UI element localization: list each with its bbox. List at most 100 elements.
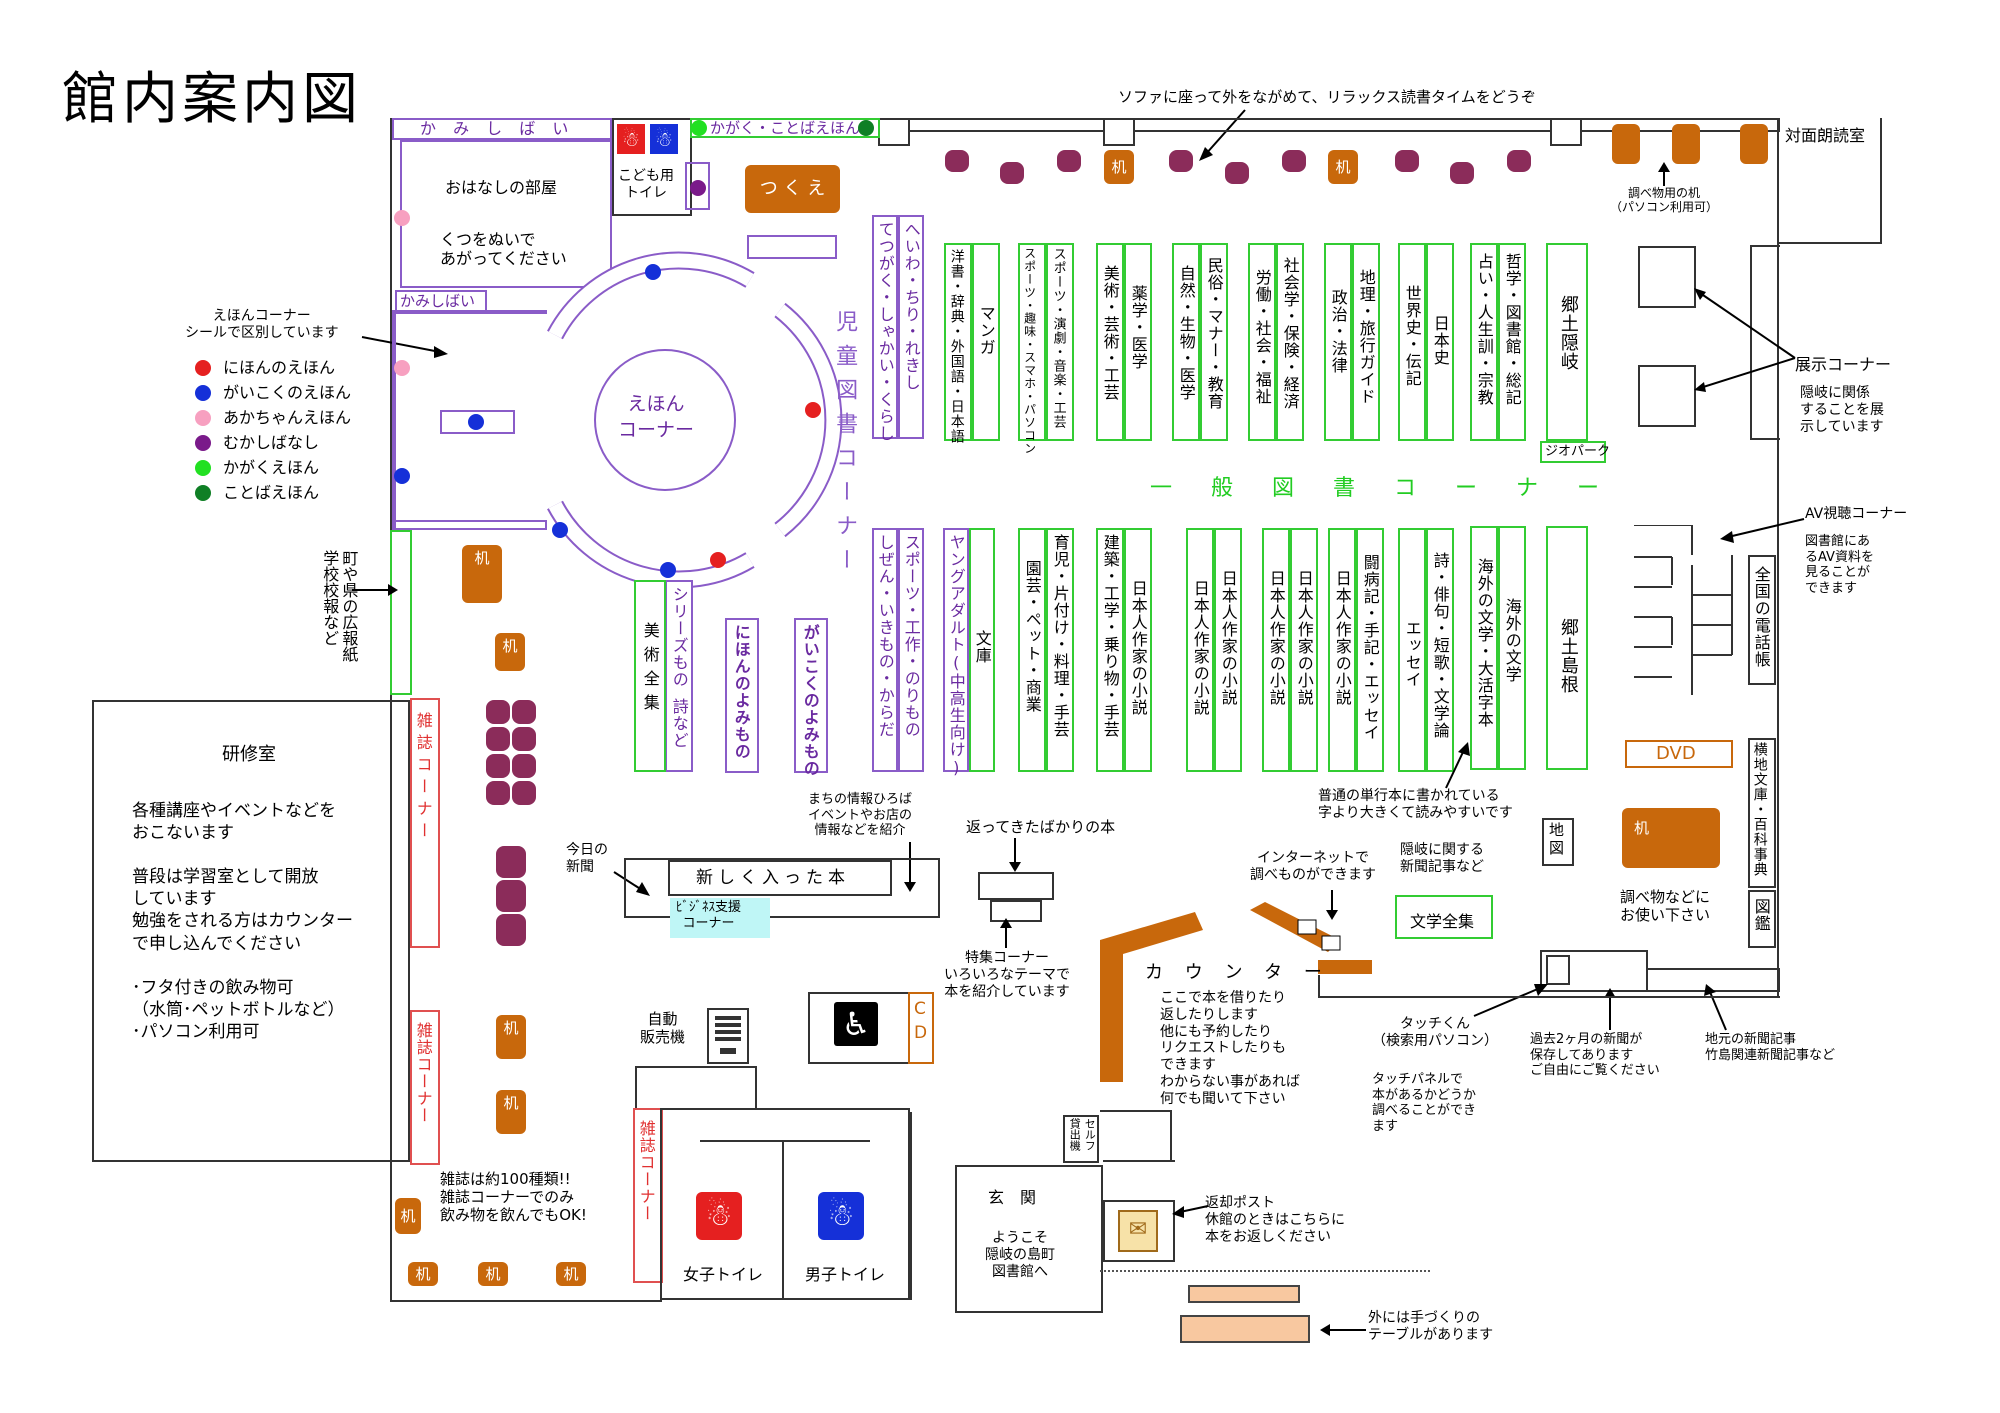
shelf-sports-kosaku: スポーツ・工作・のりもの: [898, 528, 924, 772]
self-label: セルフ: [1083, 1118, 1097, 1151]
toilet-icon-male: ☃: [650, 124, 678, 154]
shelf-kyodo-shimane: 郷土島根: [1546, 526, 1588, 770]
tenji-box-2: [1638, 365, 1696, 427]
shelf-label: 郷土島根: [1557, 618, 1579, 694]
kagaku-small-shelf: [685, 162, 710, 210]
window-line: [880, 118, 1780, 132]
magazine-label-3: 雑誌コーナー: [636, 1120, 656, 1222]
denwacho-shelf: [1748, 555, 1776, 685]
new-books-label: 新しく入った本: [696, 868, 850, 888]
mag-seat: [496, 914, 526, 946]
shelf-label: 日本人作家の小説: [1266, 570, 1286, 706]
old-news-arrow: [1604, 988, 1616, 1030]
shelf-tobyoki: 闘病記・手記・エッセイ: [1356, 528, 1384, 772]
shelf-label: 薬学・医学: [1128, 285, 1148, 370]
entrance-corridor: [1100, 1110, 1172, 1162]
counter-desk: [1100, 912, 1203, 1082]
mag-seat: [486, 700, 510, 724]
shelf-label: 労働・社会・福祉: [1252, 269, 1272, 405]
cd-label: C D: [914, 999, 928, 1043]
bungaku-label: 文学全集: [1410, 912, 1475, 931]
shelf-tetsugaku: てつがく・しゃかい・くらし: [872, 215, 898, 442]
tenji-box-1: [1638, 246, 1696, 308]
green-dot-right: [858, 120, 874, 136]
blue-dot: [645, 264, 661, 280]
welcome-label: ようこそ 隠岐の島町 図書館へ: [985, 1230, 1055, 1280]
mag-desk: 机: [395, 1198, 421, 1234]
pink-dot: [394, 360, 410, 376]
tsukue-desk: つ く え: [745, 165, 840, 213]
tokushu-arrow: [1000, 918, 1012, 948]
entrance-vestibule: [1103, 1160, 1175, 1162]
shelf-uranai: 占い・人生訓・宗教: [1470, 243, 1498, 441]
shelf-manga: マンガ: [972, 243, 1000, 441]
kenshu-room-desc: 各種講座やイベントなどを おこないます 普段は学習室として開放 しています 勉強…: [132, 801, 353, 1042]
blue-dot: [660, 562, 676, 578]
shelf-label: にほんのよみもの: [731, 624, 751, 760]
shelf-shosetsu-3: 日本人作家の小説: [1214, 528, 1242, 772]
shelf-shizen: しぜん・いきもの・からだ: [872, 528, 898, 772]
shelf-label: 海外の文学: [1502, 598, 1522, 683]
men-toilet-icon: ☃: [818, 1192, 864, 1240]
women-toilet-icon: ☃: [696, 1192, 742, 1240]
ohanashi-room-label: おはなしの部屋: [445, 178, 558, 197]
red-dot: [805, 402, 821, 418]
outside-table-1: [1188, 1285, 1300, 1303]
shelf-shosetsu-1: 日本人作家の小説: [1124, 528, 1152, 772]
touch-desc: タッチパネルで 本があるかどうか 調べることができ ます: [1372, 1072, 1477, 1134]
tenji-label: 展示コーナー: [1795, 355, 1892, 374]
outer-wall-left: [390, 118, 392, 1301]
blue-dot: [552, 522, 568, 538]
shelf-label: マンガ: [976, 305, 996, 356]
legend-label: にほんのえほん: [223, 358, 336, 377]
shelf-sports-shumi: スポーツ・趣味・スマホ・パソコン: [1018, 243, 1046, 455]
shelf-gaikoku-yomimono: がいこくのよみもの: [794, 618, 828, 777]
legend-swatch: [195, 435, 211, 451]
mag-seat: [486, 727, 510, 751]
yokochi-shelf: [1748, 738, 1776, 888]
returned-note: 返ってきたばかりの本: [966, 818, 1116, 836]
koho-arrow: [352, 584, 398, 596]
shelf-label: がいこくのよみもの: [800, 624, 820, 777]
red-dot: [710, 552, 726, 568]
small-shelf: [747, 235, 837, 259]
pillar-3: [1550, 118, 1582, 146]
shelf-label: 占い・人生訓・宗教: [1474, 253, 1494, 406]
research-desk: [1740, 124, 1768, 164]
shelf-label: スポーツ・工作・のりもの: [901, 534, 921, 738]
outer-wall-bottom: [390, 1300, 662, 1302]
shelf-label: スポーツ・演劇・音楽・工芸: [1050, 247, 1066, 429]
shelf-label: 詩など: [669, 698, 689, 749]
internet-desk: [1250, 902, 1341, 952]
shelf-label: 建築・工学・乗り物・手芸: [1100, 534, 1120, 738]
ehon-corner-label: えほん コーナー: [618, 393, 695, 441]
shelf-label: 美術・芸術・工芸: [1100, 265, 1120, 401]
legend-swatch: [195, 410, 211, 426]
women-toilet-label: 女子トイレ: [683, 1265, 764, 1284]
legend-swatch: [195, 360, 211, 376]
outer-wall-right: [1777, 118, 1779, 998]
sofa-seat: [1395, 150, 1419, 172]
shelf-label: 育児・片付け・料理・手芸: [1050, 534, 1070, 738]
research-desk-label: 調べ物用の机 （パソコン利用可）: [1610, 186, 1719, 215]
shelf-heiwa: へいわ・ちり・れきし: [898, 215, 924, 439]
shelf-nihon-yomimono: にほんのよみもの: [725, 618, 759, 773]
sofa-note: ソファに座って外をながめて、リラックス読書タイムをどうぞ: [1118, 88, 1536, 106]
new-books-shelf: [668, 860, 892, 896]
vending-machine: [707, 1008, 749, 1064]
shelf-label: 日本人作家の小説: [1332, 570, 1352, 706]
men-toilet-label: 男子トイレ: [805, 1265, 886, 1284]
taimen-room-wall: [1778, 118, 1882, 244]
sofa-seat: [1282, 150, 1306, 172]
shelf-shosetsu-5: 日本人作家の小説: [1290, 528, 1318, 772]
mag-seat: [486, 781, 510, 805]
legend-title: えほんコーナー シールで区別しています: [185, 308, 339, 341]
shelf-label: シリーズもの: [669, 586, 689, 688]
big-desk: 机: [1622, 808, 1720, 868]
counter-desc: ここで本を借りたり 返したりします 他にも予約したり リクエストしたりも できま…: [1160, 990, 1300, 1107]
shelf-label: スポーツ・趣味・スマホ・パソコン: [1022, 247, 1037, 455]
shelf-kyodo-oki: 郷土隠岐: [1546, 243, 1588, 441]
sofa-seat: [945, 150, 969, 172]
outside-table-arrow: [1320, 1324, 1366, 1336]
research-arrow: [1658, 162, 1670, 186]
